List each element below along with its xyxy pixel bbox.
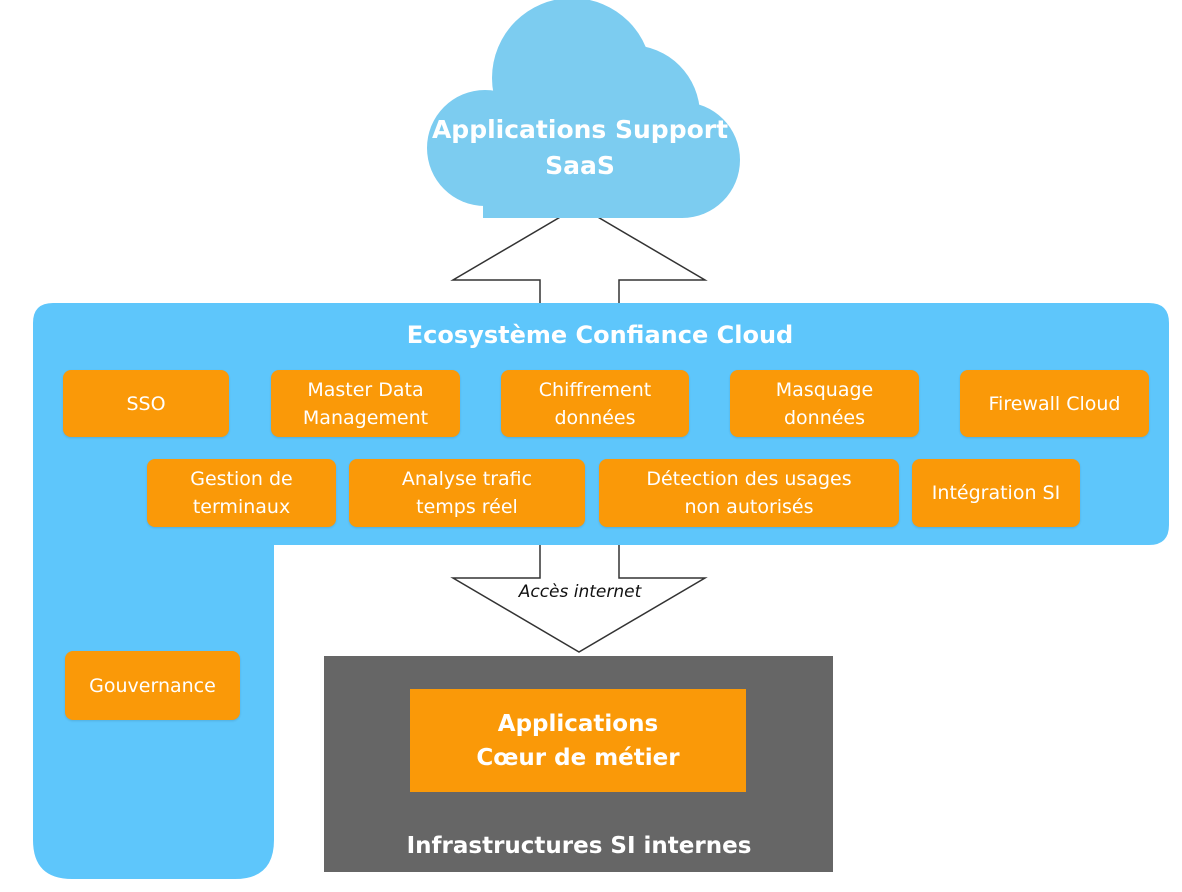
service-box-governance: Gouvernance: [65, 651, 240, 720]
arrow-up-to-cloud: [450, 205, 708, 305]
service-box-si-integration: Intégration SI: [912, 459, 1080, 527]
core-business-applications-box: Applications Cœur de métier: [410, 689, 746, 792]
service-box-unauthorized-usage-detection: Détection des usages non autorisés: [599, 459, 899, 527]
arrow-down-internet-access: [450, 530, 708, 653]
service-box-terminal-management: Gestion de terminaux: [147, 459, 336, 527]
internet-access-label: Accès internet: [518, 582, 642, 602]
service-box-data-masking: Masquage données: [730, 370, 919, 437]
service-box-sso: SSO: [63, 370, 229, 437]
service-box-realtime-traffic-analysis: Analyse trafic temps réel: [349, 459, 585, 527]
cloud-title: Applications Support SaaS: [431, 115, 729, 180]
infrastructure-title: Infrastructures SI internes: [406, 833, 752, 859]
ecosystem-panel: [33, 303, 1169, 879]
service-box-master-data-management: Master Data Management: [271, 370, 460, 437]
service-box-data-encryption: Chiffrement données: [501, 370, 689, 437]
service-box-firewall-cloud: Firewall Cloud: [960, 370, 1149, 437]
ecosystem-title: Ecosystème Confiance Cloud: [406, 321, 794, 349]
saas-cloud-shape: [427, 0, 740, 218]
